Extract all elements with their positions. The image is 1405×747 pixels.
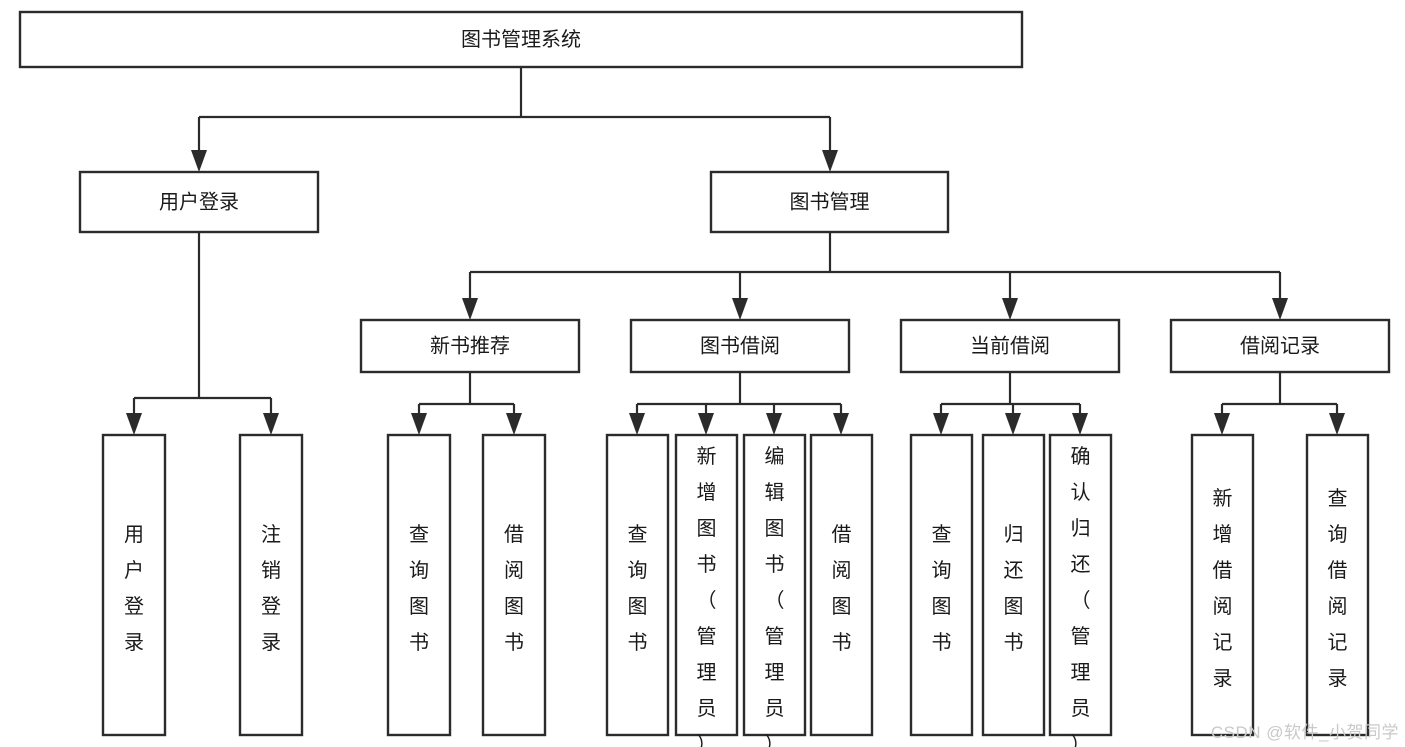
level3-box xyxy=(359,318,581,374)
leaf-node[interactable]: 借阅图书 xyxy=(481,433,547,737)
leaf-box xyxy=(981,433,1046,737)
level3-node[interactable]: 新书推荐 xyxy=(359,318,581,374)
level3-label: 当前借阅 xyxy=(970,334,1050,357)
leaf-node[interactable]: 查询图书 xyxy=(386,433,452,737)
connector-layer xyxy=(126,67,1345,435)
level2-node[interactable]: 图书管理 xyxy=(709,170,950,234)
connector-group xyxy=(126,232,279,435)
leaf-box xyxy=(1190,433,1255,737)
leaf-node[interactable]: 查询借阅记录 xyxy=(1305,433,1370,737)
leaf-box xyxy=(674,433,739,737)
leaf-box xyxy=(605,433,670,737)
leaf-label: 用户登录 xyxy=(124,524,144,654)
leaf-node[interactable]: 借阅图书 xyxy=(809,433,874,737)
leaf-label: 编辑图书（管理员） xyxy=(765,445,785,747)
leaf-node[interactable]: 查询图书 xyxy=(605,433,670,737)
leaf-node[interactable]: 注销登录 xyxy=(238,433,304,737)
root-node[interactable]: 图书管理系统 xyxy=(18,10,1024,69)
connector-group xyxy=(411,372,522,435)
leaf-label: 查询借阅记录 xyxy=(1328,487,1348,690)
leaf-box xyxy=(1048,433,1113,737)
level3-box xyxy=(899,318,1121,374)
level2-node[interactable]: 用户登录 xyxy=(78,170,320,234)
leaf-box xyxy=(809,433,874,737)
level3-node[interactable]: 借阅记录 xyxy=(1169,318,1391,374)
level3-box xyxy=(1169,318,1391,374)
leaf-label: 借阅图书 xyxy=(504,523,524,654)
connector-group xyxy=(191,67,838,172)
leaf-label: 新增图书（管理员） xyxy=(697,445,717,747)
level3-node[interactable]: 图书借阅 xyxy=(629,318,851,374)
leaf-node[interactable]: 归还图书 xyxy=(981,433,1046,737)
leaf-node[interactable]: 新增图书（管理员） xyxy=(674,433,739,747)
connector-group xyxy=(933,372,1088,435)
connector-group xyxy=(629,372,849,435)
leaf-box xyxy=(909,433,974,737)
root-box xyxy=(18,10,1024,69)
node-layer: 图书管理系统用户登录图书管理新书推荐图书借阅当前借阅借阅记录用户登录注销登录查询… xyxy=(18,10,1391,747)
leaf-box xyxy=(742,433,807,737)
leaf-box xyxy=(238,433,304,737)
leaf-node[interactable]: 新增借阅记录 xyxy=(1190,433,1255,737)
level2-box xyxy=(709,170,950,234)
leaf-node[interactable]: 编辑图书（管理员） xyxy=(742,433,807,747)
leaf-box xyxy=(481,433,547,737)
leaf-label: 借阅图书 xyxy=(832,523,852,654)
leaf-label: 查询图书 xyxy=(628,523,648,654)
leaf-node[interactable]: 确认归还（管理员） xyxy=(1048,433,1113,747)
level3-label: 借阅记录 xyxy=(1240,334,1320,357)
leaf-box xyxy=(101,433,167,737)
leaf-label: 查询图书 xyxy=(409,523,429,654)
level3-box xyxy=(629,318,851,374)
leaf-node[interactable]: 查询图书 xyxy=(909,433,974,737)
leaf-label: 注销登录 xyxy=(261,523,281,654)
leaf-box xyxy=(1305,433,1370,737)
level3-label: 图书借阅 xyxy=(700,334,780,357)
level3-label: 新书推荐 xyxy=(430,334,510,357)
level2-box xyxy=(78,170,320,234)
leaf-label: 确认归还（管理员） xyxy=(1071,445,1091,747)
leaf-node[interactable]: 用户登录 xyxy=(101,433,167,737)
connector-group xyxy=(1214,372,1345,435)
leaf-label: 新增借阅记录 xyxy=(1213,487,1233,690)
level2-label: 图书管理 xyxy=(790,190,870,213)
leaf-label: 查询图书 xyxy=(932,523,952,654)
leaf-box xyxy=(386,433,452,737)
connector-group xyxy=(462,232,1288,320)
leaf-label: 归还图书 xyxy=(1004,523,1024,654)
csdn-watermark: CSDN @软件_小贺同学 xyxy=(1210,723,1399,742)
level2-label: 用户登录 xyxy=(159,190,239,213)
level3-node[interactable]: 当前借阅 xyxy=(899,318,1121,374)
root-label: 图书管理系统 xyxy=(461,28,581,51)
